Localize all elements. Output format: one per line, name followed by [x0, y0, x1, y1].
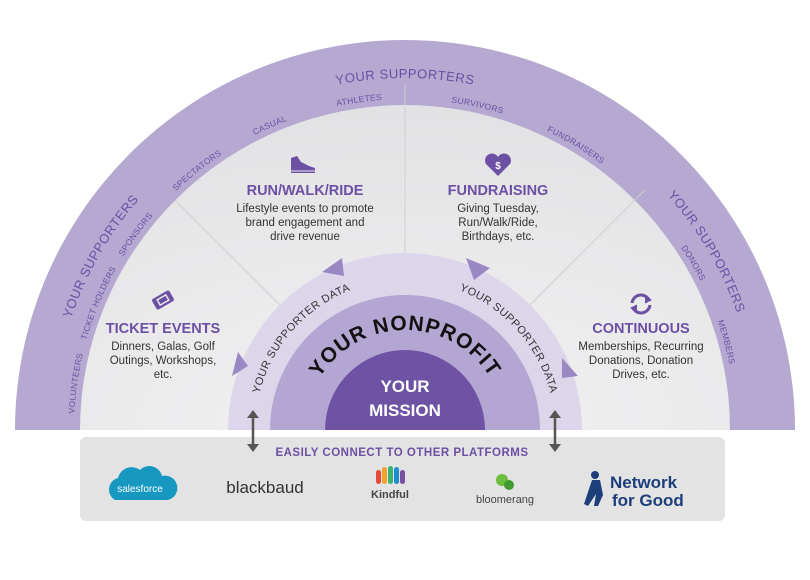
- kindful-logo[interactable]: Kindful: [371, 466, 409, 501]
- svg-text:Drives, etc.: Drives, etc.: [612, 369, 670, 381]
- svg-text:Outings, Workshops,: Outings, Workshops,: [110, 355, 217, 367]
- arrow-icon: [466, 258, 490, 280]
- svg-text:CONTINUOUS: CONTINUOUS: [592, 321, 690, 337]
- heart-dollar-icon: $: [485, 153, 511, 176]
- svg-text:bloomerang: bloomerang: [476, 494, 534, 506]
- svg-text:Birthdays, etc.: Birthdays, etc.: [462, 231, 535, 243]
- card-fundraising: $ FUNDRAISING Giving Tuesday, Run/Walk/R…: [448, 153, 549, 243]
- ticket-icon: [152, 290, 174, 310]
- arrow-icon: [562, 358, 578, 378]
- svg-text:Kindful: Kindful: [371, 489, 409, 501]
- svg-text:Run/Walk/Ride,: Run/Walk/Ride,: [458, 217, 537, 229]
- mission-line: YOUR: [380, 377, 429, 396]
- card-ticket-events: TICKET EVENTS Dinners, Galas, Golf Outin…: [106, 290, 221, 381]
- svg-text:Memberships, Recurring: Memberships, Recurring: [578, 341, 703, 353]
- salesforce-logo[interactable]: salesforce: [109, 466, 178, 500]
- platforms-title: EASILY CONNECT TO OTHER PLATFORMS: [275, 447, 528, 459]
- blackbaud-logo[interactable]: blackbaud: [226, 478, 304, 497]
- svg-text:drive revenue: drive revenue: [270, 231, 340, 243]
- sync-arrows: [247, 410, 561, 452]
- svg-text:Network: Network: [610, 473, 678, 492]
- svg-text:Dinners, Galas, Golf: Dinners, Galas, Golf: [111, 341, 215, 353]
- svg-text:Donations, Donation: Donations, Donation: [589, 355, 693, 367]
- refresh-icon: [630, 293, 652, 315]
- svg-text:Lifestyle events to promote: Lifestyle events to promote: [236, 203, 373, 215]
- card-continuous: CONTINUOUS Memberships, Recurring Donati…: [578, 293, 704, 381]
- cycle-arrows: [232, 258, 578, 378]
- mission-line: MISSION: [369, 401, 441, 420]
- svg-text:TICKET EVENTS: TICKET EVENTS: [106, 321, 221, 337]
- arrow-icon: [232, 352, 248, 376]
- svg-text:for Good: for Good: [612, 491, 684, 510]
- network-for-good-logo[interactable]: Network for Good: [584, 471, 684, 510]
- band-label-top: YOUR SUPPORTERS: [334, 66, 476, 88]
- svg-text:salesforce: salesforce: [117, 484, 163, 495]
- svg-text:$: $: [495, 161, 501, 172]
- sneaker-icon: [291, 156, 315, 173]
- person-icon: [584, 471, 603, 506]
- svg-text:brand engagement and: brand engagement and: [246, 217, 365, 229]
- svg-text:etc.: etc.: [154, 369, 173, 381]
- card-run-walk-ride: RUN/WALK/RIDE Lifestyle events to promot…: [236, 156, 374, 243]
- arrow-icon: [322, 258, 344, 276]
- svg-text:Giving Tuesday,: Giving Tuesday,: [457, 203, 539, 215]
- svg-text:FUNDRAISING: FUNDRAISING: [448, 183, 549, 199]
- svg-text:RUN/WALK/RIDE: RUN/WALK/RIDE: [247, 183, 364, 199]
- mission-circle: [325, 350, 485, 430]
- bloomerang-logo[interactable]: bloomerang: [476, 474, 534, 506]
